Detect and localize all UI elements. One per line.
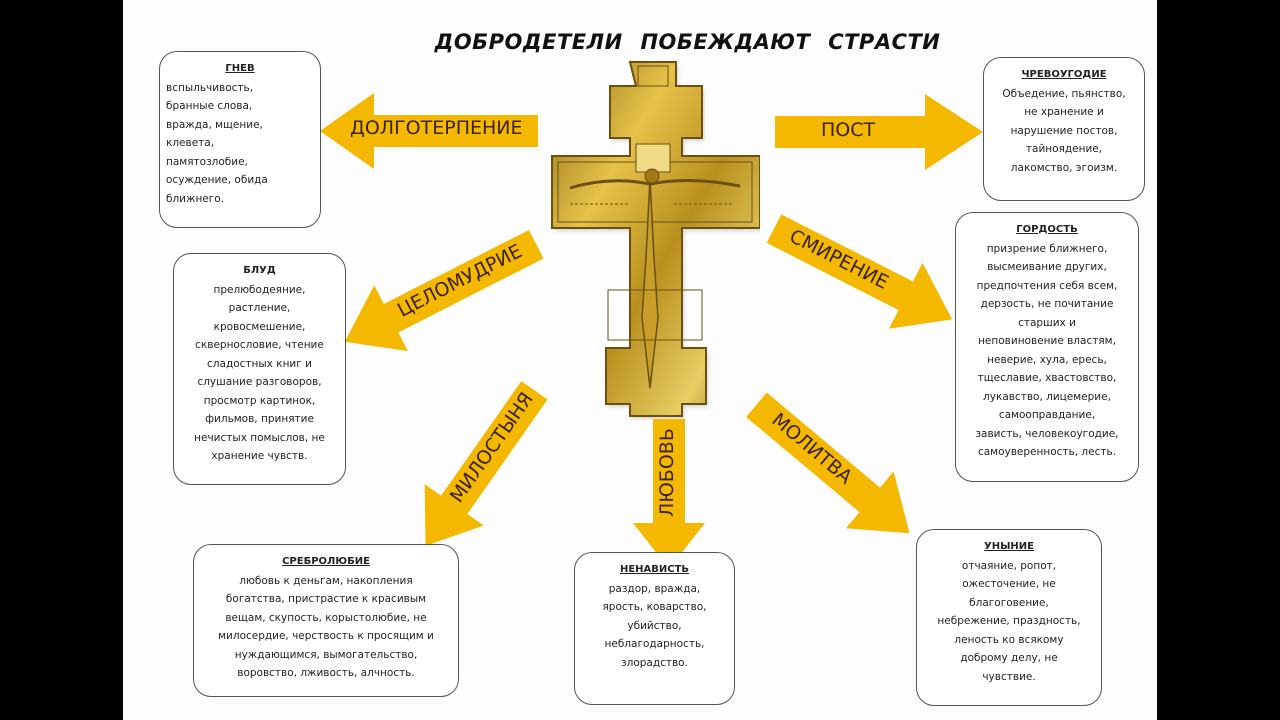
passion-box-gnev: ГНЕВ вспыльчивость, бранные слова, вражд…: [159, 51, 321, 228]
passion-heading: БЛУД: [243, 265, 276, 276]
passion-text: раздор, вражда, ярость, коварство, убийс…: [602, 582, 707, 669]
arrow-milostynya: МИЛОСТЫНЯ: [396, 370, 564, 567]
passion-heading: ГНЕВ: [225, 63, 255, 74]
passion-box-srebrolyubie: СРЕБРОЛЮБИЕ любовь к деньгам, накопления…: [193, 544, 459, 697]
diagram-canvas: ДОБРОДЕТЕЛИ ПОБЕЖДАЮТ СТРАСТИ: [123, 0, 1157, 720]
passion-text: прелюбодеяние, растление, кровосмешение,…: [194, 283, 325, 463]
arrow-molitva: МОЛИТВА: [733, 376, 934, 561]
passion-box-nenavist: НЕНАВИСТЬ раздор, вражда, ярость, коварс…: [574, 552, 735, 705]
virtue-label: ПОСТ: [821, 119, 876, 141]
passion-heading: НЕНАВИСТЬ: [619, 564, 690, 575]
virtue-label: ЛЮБОВЬ: [656, 428, 678, 517]
virtue-label: ДОЛГОТЕРПЕНИЕ: [350, 117, 523, 139]
page-title: ДОБРОДЕТЕЛИ ПОБЕЖДАЮТ СТРАСТИ: [123, 30, 1157, 54]
passion-box-gordost: ГОРДОСТЬ призрение ближнего, высмеивание…: [955, 212, 1139, 482]
arrow-post: ПОСТ: [775, 94, 983, 170]
arrow-lyubov: ЛЮБОВЬ: [633, 419, 705, 569]
title-text: ДОБРОДЕТЕЛИ ПОБЕЖДАЮТ СТРАСТИ: [434, 30, 941, 54]
passion-heading: ГОРДОСТЬ: [1016, 224, 1078, 235]
orthodox-cross-icon: [550, 58, 762, 420]
passion-text: отчаяние, ропот, ожесточение, не благого…: [937, 559, 1081, 683]
passion-box-unynie: УНЫНИЕ отчаяние, ропот, ожесточение, не …: [916, 529, 1102, 706]
passion-text: любовь к деньгам, накопления богатства, …: [218, 574, 434, 680]
arrow-celomudrie: ЦЕЛОМУДРИЕ: [328, 211, 553, 375]
passion-box-chrevougodie: ЧРЕВОУГОДИЕ Объедение, пьянство, не хран…: [983, 57, 1145, 201]
passion-heading: СРЕБРОЛЮБИЕ: [282, 556, 370, 567]
passion-text: призрение ближнего, высмеивание других, …: [975, 242, 1119, 459]
passion-text: вспыльчивость, бранные слова, вражда, мщ…: [166, 81, 268, 205]
passion-text: Объедение, пьянство, не хранение и наруш…: [1002, 87, 1126, 174]
arrow-smirenie: СМИРЕНИЕ: [757, 196, 969, 353]
passion-heading: ЧРЕВОУГОДИЕ: [1021, 69, 1107, 80]
passion-box-blud: БЛУД прелюбодеяние, растление, кровосмеш…: [173, 253, 346, 485]
arrow-dolgoterpenie: ДОЛГОТЕРПЕНИЕ: [320, 93, 540, 169]
passion-heading: УНЫНИЕ: [983, 541, 1034, 552]
